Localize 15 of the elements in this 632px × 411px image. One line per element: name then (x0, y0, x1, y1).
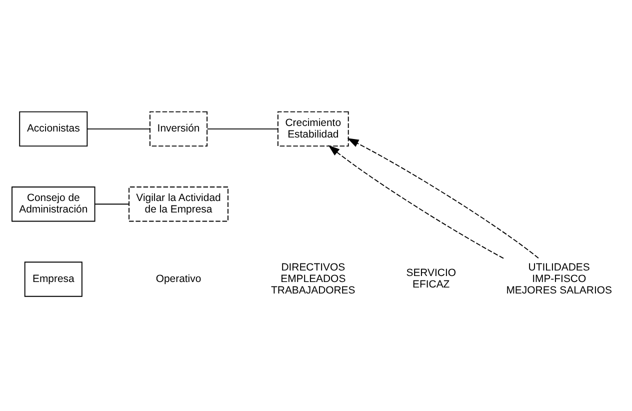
connector (94, 203, 130, 204)
node-box: Crecimiento Estabilidad (277, 110, 349, 146)
node-box: Vigilar la Actividad de la Empresa (128, 186, 228, 222)
node-text: UTILIDADES IMP-FISCO MEJORES SALARIOS (506, 262, 612, 296)
connector (206, 128, 278, 129)
node-box: Inversión (150, 110, 208, 146)
arrow (328, 144, 504, 258)
arrow (347, 138, 539, 258)
node-box: Accionistas (19, 110, 88, 146)
connector (86, 128, 150, 129)
node-box: Empresa (24, 261, 82, 296)
node-text: DIRECTIVOS EMPLEADOS TRABAJADORES (271, 262, 356, 296)
node-text: SERVICIO EFICAZ (406, 268, 456, 290)
node-box: Consejo de Administración (12, 186, 96, 222)
node-text: Operativo (156, 273, 202, 284)
